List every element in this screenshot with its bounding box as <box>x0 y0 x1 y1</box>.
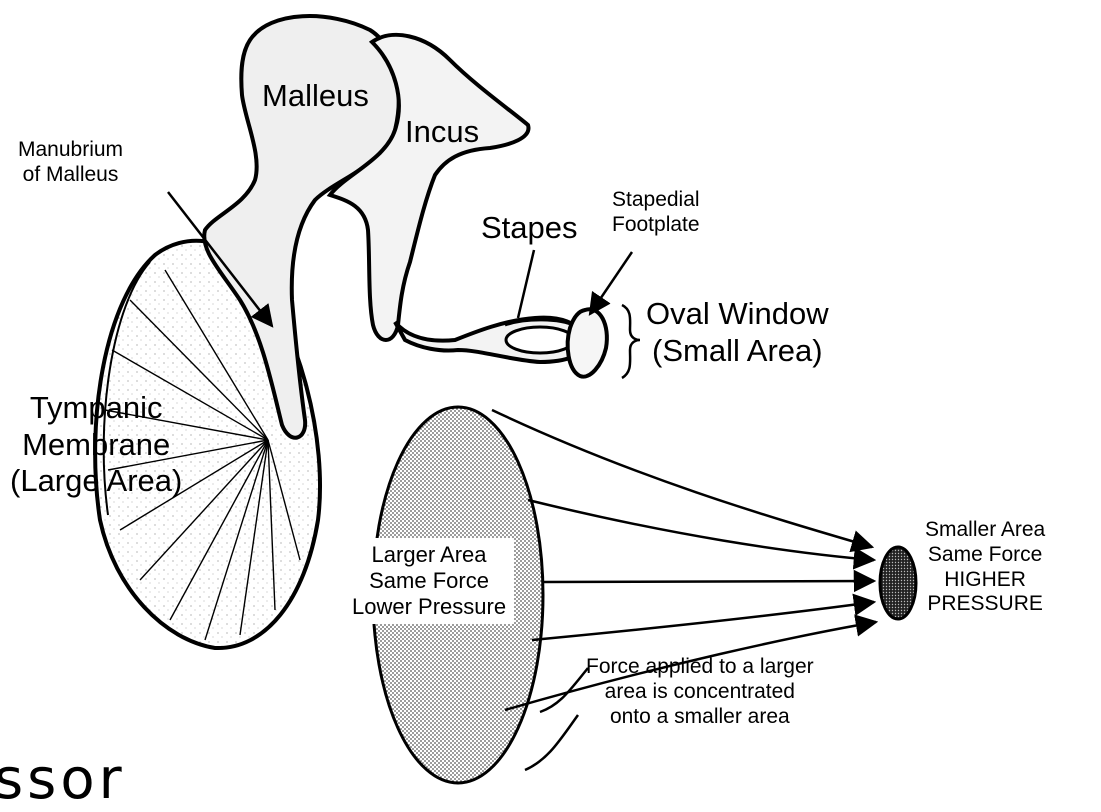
stapes-label: Stapes <box>481 210 578 247</box>
cut-off-caption: ssor <box>0 752 126 808</box>
force-note-label: Force applied to a larger area is concen… <box>586 655 814 729</box>
incus-label: Incus <box>405 114 479 151</box>
stapes-pointer <box>518 250 534 318</box>
manubrium-label: Manubrium of Malleus <box>18 138 123 188</box>
larger-area-label: Larger Area Same Force Lower Pressure <box>344 538 514 624</box>
stapedial-footplate-label: Stapedial Footplate <box>612 188 700 238</box>
footplate-pointer <box>590 252 632 314</box>
stapedial-footplate <box>568 309 607 376</box>
force-arrow-1 <box>492 410 872 547</box>
small-area-ellipse <box>880 547 916 619</box>
oval-window-label: Oval Window (Small Area) <box>646 296 829 369</box>
malleus-label: Malleus <box>262 78 369 115</box>
smaller-area-label: Smaller Area Same Force HIGHER PRESSURE <box>925 518 1045 617</box>
oval-window-brace <box>622 305 640 378</box>
force-arrow-3 <box>542 581 874 582</box>
force-note-leader-2 <box>525 715 578 770</box>
force-arrow-4 <box>532 602 874 640</box>
force-arrow-2 <box>528 500 874 560</box>
stapes-bone <box>395 318 588 362</box>
tympanic-membrane-label: Tympanic Membrane (Large Area) <box>10 390 182 500</box>
